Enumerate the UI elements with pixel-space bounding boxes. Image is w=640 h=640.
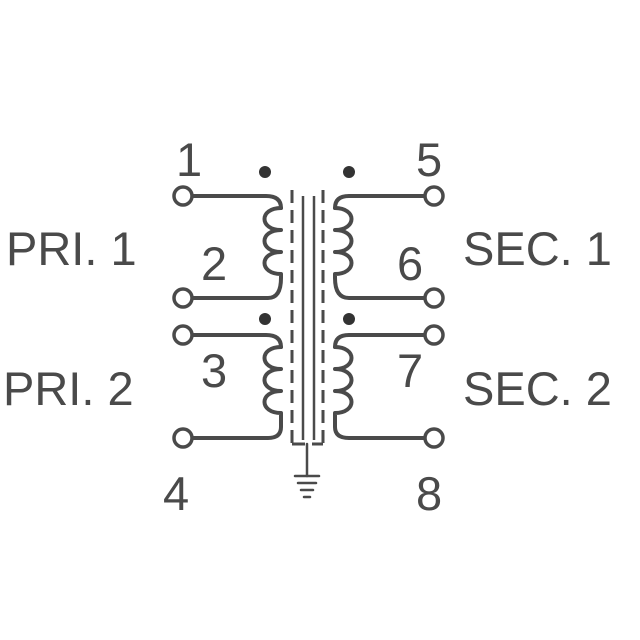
secondary-1-winding — [333, 194, 427, 300]
label-pri-2: PRI. 2 — [3, 362, 134, 415]
terminal-pin-7 — [423, 324, 445, 346]
polarity-dot-secondary-2 — [343, 313, 355, 325]
pin-number-2: 2 — [201, 237, 227, 290]
pin-number-7: 7 — [397, 344, 423, 397]
pin-number-3: 3 — [201, 344, 227, 397]
pin-number-8: 8 — [416, 467, 442, 520]
pin-number-5: 5 — [416, 133, 442, 186]
terminal-pin-8 — [423, 427, 445, 449]
primary-1-winding — [190, 194, 283, 300]
terminal-pin-5 — [423, 185, 445, 207]
terminal-pin-2 — [172, 287, 194, 309]
polarity-dot-secondary-1 — [343, 166, 355, 178]
terminal-pin-6 — [423, 287, 445, 309]
terminal-pin-3 — [172, 324, 194, 346]
ground-symbol — [293, 442, 321, 499]
label-pri-1: PRI. 1 — [6, 222, 137, 275]
shield-dashed-lines — [290, 190, 325, 446]
transformer-core — [301, 196, 316, 440]
pin-number-4: 4 — [163, 467, 189, 520]
terminal-pin-1 — [172, 185, 194, 207]
secondary-2-winding — [333, 333, 427, 440]
polarity-dot-primary-1 — [259, 166, 271, 178]
polarity-dot-primary-2 — [259, 313, 271, 325]
terminal-pin-4 — [172, 427, 194, 449]
pin-number-1: 1 — [176, 133, 202, 186]
label-sec-2: SEC. 2 — [463, 362, 612, 415]
label-sec-1: SEC. 1 — [463, 222, 612, 275]
primary-2-winding — [190, 333, 283, 440]
pin-number-6: 6 — [397, 237, 423, 290]
